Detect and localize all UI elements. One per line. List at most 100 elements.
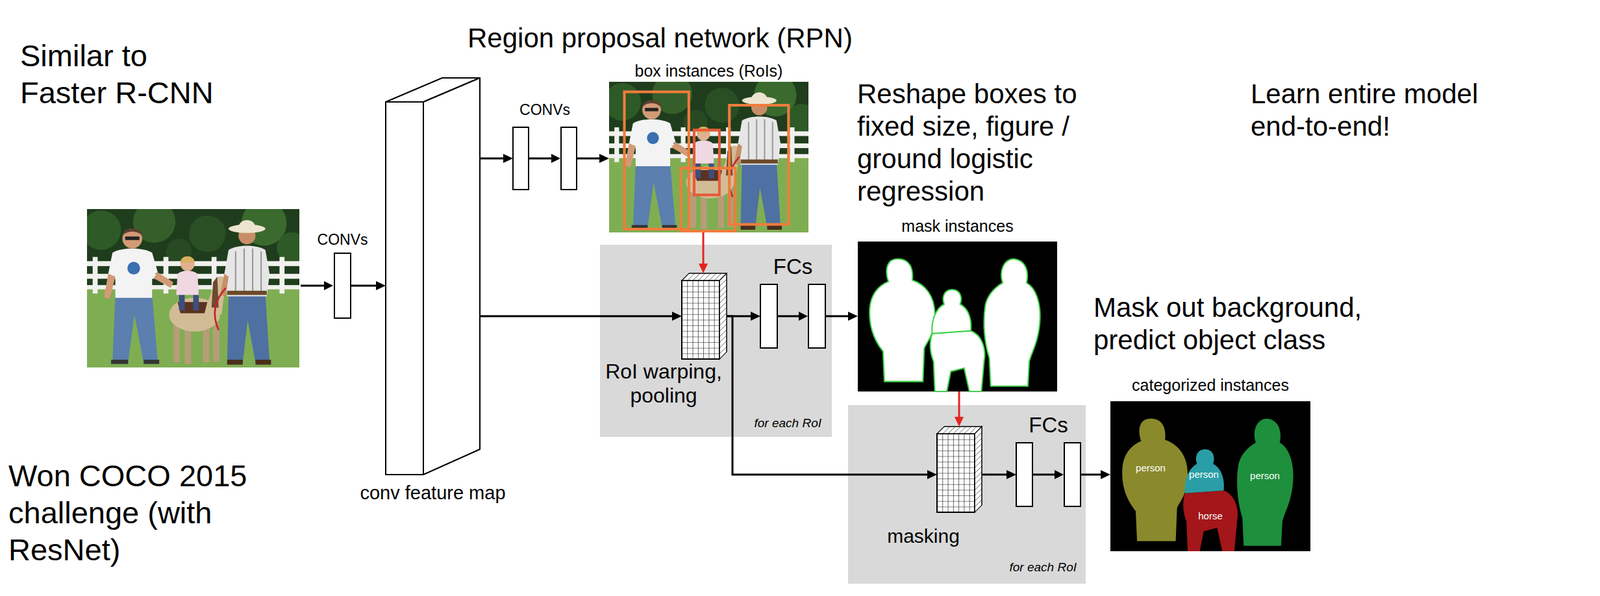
fc-block: FCs — [1016, 442, 1081, 507]
connector-arrow — [726, 316, 938, 480]
connector-arrow — [576, 153, 610, 163]
class-label: person — [1135, 462, 1166, 474]
mask-grid: masking — [937, 426, 982, 513]
block-label: CONVs — [519, 101, 571, 119]
conv-layer — [334, 253, 351, 319]
illustration-part — [681, 280, 720, 360]
block-label-holder: CONVs — [519, 101, 571, 119]
illustration-part — [931, 289, 971, 334]
block-label: FCs — [773, 254, 813, 280]
illustration-part — [681, 280, 720, 360]
illustration-part — [1064, 442, 1081, 507]
illustration-part — [81, 200, 308, 368]
image-panel: categorized instancespersonpersonpersonh… — [1110, 401, 1311, 552]
arrow-head — [1006, 470, 1017, 480]
illustration-part — [857, 241, 1058, 392]
class-label: person — [1250, 470, 1280, 482]
illustration-part — [561, 127, 577, 190]
input-arrow — [300, 281, 334, 291]
illustration-part — [937, 433, 975, 513]
fc-block: FCs — [760, 284, 826, 349]
connector-line — [1080, 474, 1102, 476]
illustration-part — [1183, 490, 1238, 552]
illustration-part — [719, 273, 727, 360]
connector-line — [576, 157, 601, 160]
illustration-part — [974, 426, 982, 513]
class-label-holder: person — [1250, 470, 1280, 482]
class-label: person — [1188, 468, 1219, 480]
connector-line — [479, 315, 674, 318]
block-label: RoI warping, pooling — [598, 359, 729, 408]
block-label-holder: conv feature map — [359, 482, 506, 504]
connector-arrow — [479, 311, 682, 321]
per-roi-panel: for each RoI masking FCs — [848, 405, 1086, 584]
annotation: Region proposal network (RPN) — [467, 22, 884, 55]
class-label-holder: person — [1135, 462, 1166, 474]
annotation: Reshape boxes to fixed size, figure / gr… — [857, 77, 1085, 208]
illustration-part — [681, 280, 720, 360]
illustration-part — [729, 105, 789, 225]
illustration-part — [808, 284, 826, 349]
illustration-part — [719, 273, 727, 360]
categorized-image — [1110, 401, 1311, 552]
feature-map-slab — [385, 77, 480, 475]
arrow-head — [954, 416, 964, 427]
illustration-part — [937, 426, 982, 434]
illustration-part — [983, 259, 1040, 387]
illustration-part — [681, 273, 727, 281]
illustration-part — [869, 259, 1041, 392]
illustration-part — [324, 281, 334, 291]
illustration-part — [869, 259, 936, 382]
illustration-part — [777, 315, 800, 318]
panel-note-holder: for each RoI — [754, 416, 823, 431]
block-label-holder: FCs — [773, 254, 813, 280]
illustration-part — [1032, 474, 1056, 476]
connector-line — [479, 157, 505, 160]
annotation-holder: Won COCO 2015 challenge (with ResNet) — [8, 457, 256, 569]
connector-line — [350, 285, 378, 288]
illustration-part — [551, 153, 561, 163]
image-caption: categorized instances — [1131, 375, 1289, 395]
arrow-head — [503, 153, 513, 163]
annotation-holder: Mask out background, predict object clas… — [1093, 291, 1373, 357]
illustration-part — [798, 311, 808, 321]
panel-ground — [848, 405, 1086, 584]
illustration-part — [937, 426, 982, 434]
arrow-head — [672, 311, 682, 321]
annotation: Learn entire model end-to-end! — [1250, 77, 1485, 143]
annotation-holder: Similar to Faster R-CNN — [20, 37, 228, 112]
illustration-part — [930, 331, 986, 392]
feature-map-slab: conv feature map — [385, 77, 480, 475]
illustration-part — [423, 77, 480, 475]
rpn-convs — [512, 127, 577, 190]
connector-line — [981, 474, 1008, 476]
illustration-part — [1185, 449, 1225, 494]
block-label-holder: RoI warping, pooling — [598, 359, 729, 408]
illustration-part — [300, 285, 325, 288]
illustration-part — [624, 91, 789, 231]
image-panel: box instances (RoIs) — [609, 81, 809, 233]
block-label-holder: masking — [884, 525, 963, 549]
arrow-head — [1100, 470, 1111, 480]
illustration-part — [681, 168, 736, 232]
arrow-head — [927, 470, 938, 480]
illustration-part — [1237, 418, 1294, 547]
illustration-part — [681, 273, 727, 281]
panel-note: for each RoI — [754, 416, 823, 431]
connector-line — [958, 391, 961, 419]
class-label: horse — [1198, 510, 1223, 522]
annotation-holder: Region proposal network (RPN) — [467, 22, 884, 55]
image-panel: mask instances — [857, 241, 1058, 392]
connector-arrow — [954, 391, 964, 427]
illustration-part — [603, 74, 817, 233]
illustration-part — [974, 426, 982, 513]
panel-note: for each RoI — [1009, 560, 1078, 575]
panel-note-holder: for each RoI — [1009, 560, 1078, 575]
illustration-part — [937, 433, 975, 513]
illustration-part — [694, 129, 720, 195]
image-caption: mask instances — [901, 216, 1013, 236]
illustration-part — [1054, 470, 1064, 480]
illustration-part — [512, 127, 529, 190]
annotation-holder: Reshape boxes to fixed size, figure / gr… — [857, 77, 1085, 208]
